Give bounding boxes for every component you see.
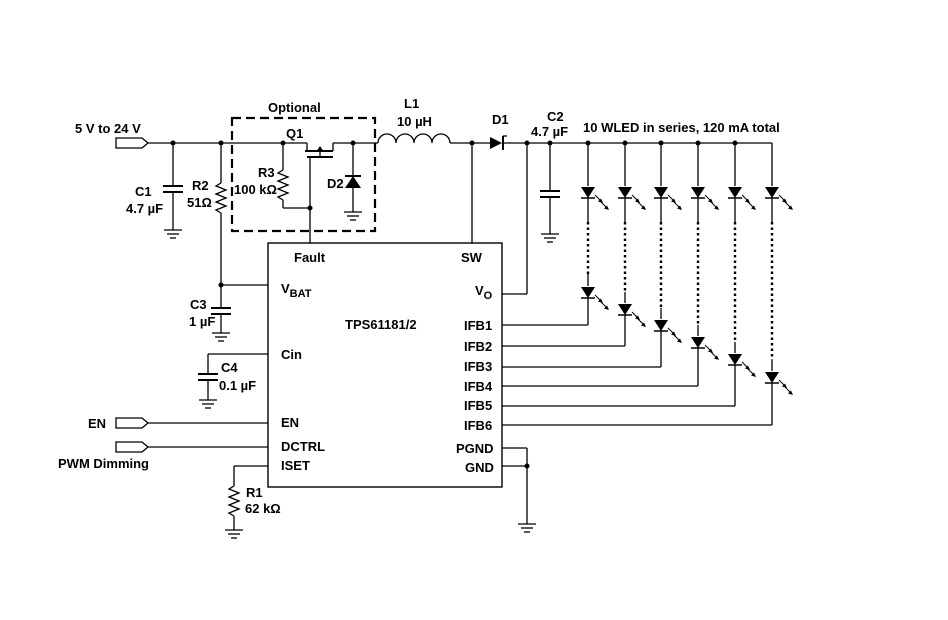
led-string-5 <box>502 140 757 407</box>
pin-sw: SW <box>461 250 483 265</box>
pin-vbat: VBAT <box>281 281 312 300</box>
c4-value: 0.1 µF <box>219 378 256 393</box>
r3-value: 100 kΩ <box>234 182 277 197</box>
pin-vo: VO <box>475 283 493 302</box>
led-string-label: 10 WLED in series, 120 mA total <box>583 120 780 135</box>
r1-resistor <box>224 465 268 539</box>
c4-name: C4 <box>221 360 238 375</box>
r1-name: R1 <box>246 485 263 500</box>
optional-label: Optional <box>268 100 321 115</box>
r2-name: R2 <box>192 178 209 193</box>
en-label: EN <box>88 416 106 431</box>
pgnd-gnd-wire <box>502 447 537 533</box>
input-terminal <box>115 137 283 149</box>
c3-value: 1 µF <box>189 314 215 329</box>
ic-body <box>267 242 503 488</box>
q1-label: Q1 <box>286 126 303 141</box>
r3-resistor <box>276 140 313 211</box>
pin-iset: ISET <box>281 458 310 473</box>
l1-name: L1 <box>404 96 419 111</box>
pin-ifb2: IFB2 <box>464 339 492 354</box>
pin-ifb1: IFB1 <box>464 318 492 333</box>
d2-diode <box>343 140 363 221</box>
pin-ifb3: IFB3 <box>464 359 492 374</box>
pwm-dimming-label: PWM Dimming <box>58 456 149 471</box>
pin-fault: Fault <box>294 250 326 265</box>
c2-name: C2 <box>547 109 564 124</box>
c1-name: C1 <box>135 184 152 199</box>
pin-pgnd: PGND <box>456 441 494 456</box>
led-string-3 <box>502 140 683 368</box>
r1-value: 62 kΩ <box>245 501 281 516</box>
d2-label: D2 <box>327 176 344 191</box>
pin-en: EN <box>281 415 299 430</box>
ic-name: TPS61181/2 <box>345 317 417 332</box>
vo-wire <box>502 140 530 295</box>
input-voltage-label: 5 V to 24 V <box>75 121 141 136</box>
pin-ifb6: IFB6 <box>464 418 492 433</box>
pin-dctrl: DCTRL <box>281 439 325 454</box>
pwm-terminal <box>115 441 268 453</box>
pin-cin: Cin <box>281 347 302 362</box>
optional-box <box>230 116 377 233</box>
l1-inductor <box>377 133 490 243</box>
pin-gnd: GND <box>465 460 494 475</box>
en-terminal <box>115 417 268 429</box>
led-string-1 <box>502 140 610 326</box>
l1-value: 10 µH <box>397 114 432 129</box>
pin-ifb5: IFB5 <box>464 398 492 413</box>
r2-resistor <box>214 140 268 288</box>
c2-capacitor <box>540 140 560 243</box>
c1-value: 4.7 µF <box>126 201 163 216</box>
c4-capacitor <box>198 353 268 409</box>
c3-capacitor <box>211 285 231 342</box>
led-string-4 <box>502 140 720 387</box>
led-string-6 <box>502 143 794 426</box>
pin-ifb4: IFB4 <box>464 379 493 394</box>
c2-value: 4.7 µF <box>531 124 568 139</box>
r3-name: R3 <box>258 165 275 180</box>
c3-name: C3 <box>190 297 207 312</box>
d1-label: D1 <box>492 112 509 127</box>
led-string-2 <box>502 140 647 347</box>
r2-value: 51Ω <box>187 195 212 210</box>
c1-capacitor <box>163 140 183 239</box>
